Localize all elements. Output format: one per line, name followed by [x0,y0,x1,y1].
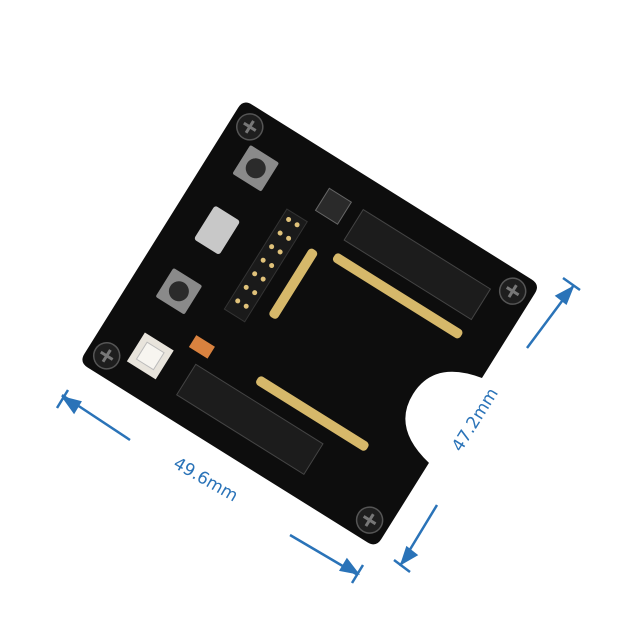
top-jumper-header [343,208,492,321]
usb-uart-chip [314,187,353,225]
bottom-jumper-header [175,363,324,476]
left-pin-header [223,208,308,323]
height-dimension-arrow [393,276,581,573]
pogo-pin-row-top [332,253,463,339]
reset-button[interactable] [232,145,279,192]
pcb-board [82,102,537,545]
capacitor [188,335,215,359]
power-switch[interactable] [126,332,174,380]
pogo-pin-column [269,248,318,319]
pogo-pin-row-bottom [256,376,369,451]
width-dimension-arrow [55,389,365,584]
mounting-screw [92,113,527,534]
prog-button[interactable] [155,268,202,315]
micro-usb-port [194,206,240,254]
